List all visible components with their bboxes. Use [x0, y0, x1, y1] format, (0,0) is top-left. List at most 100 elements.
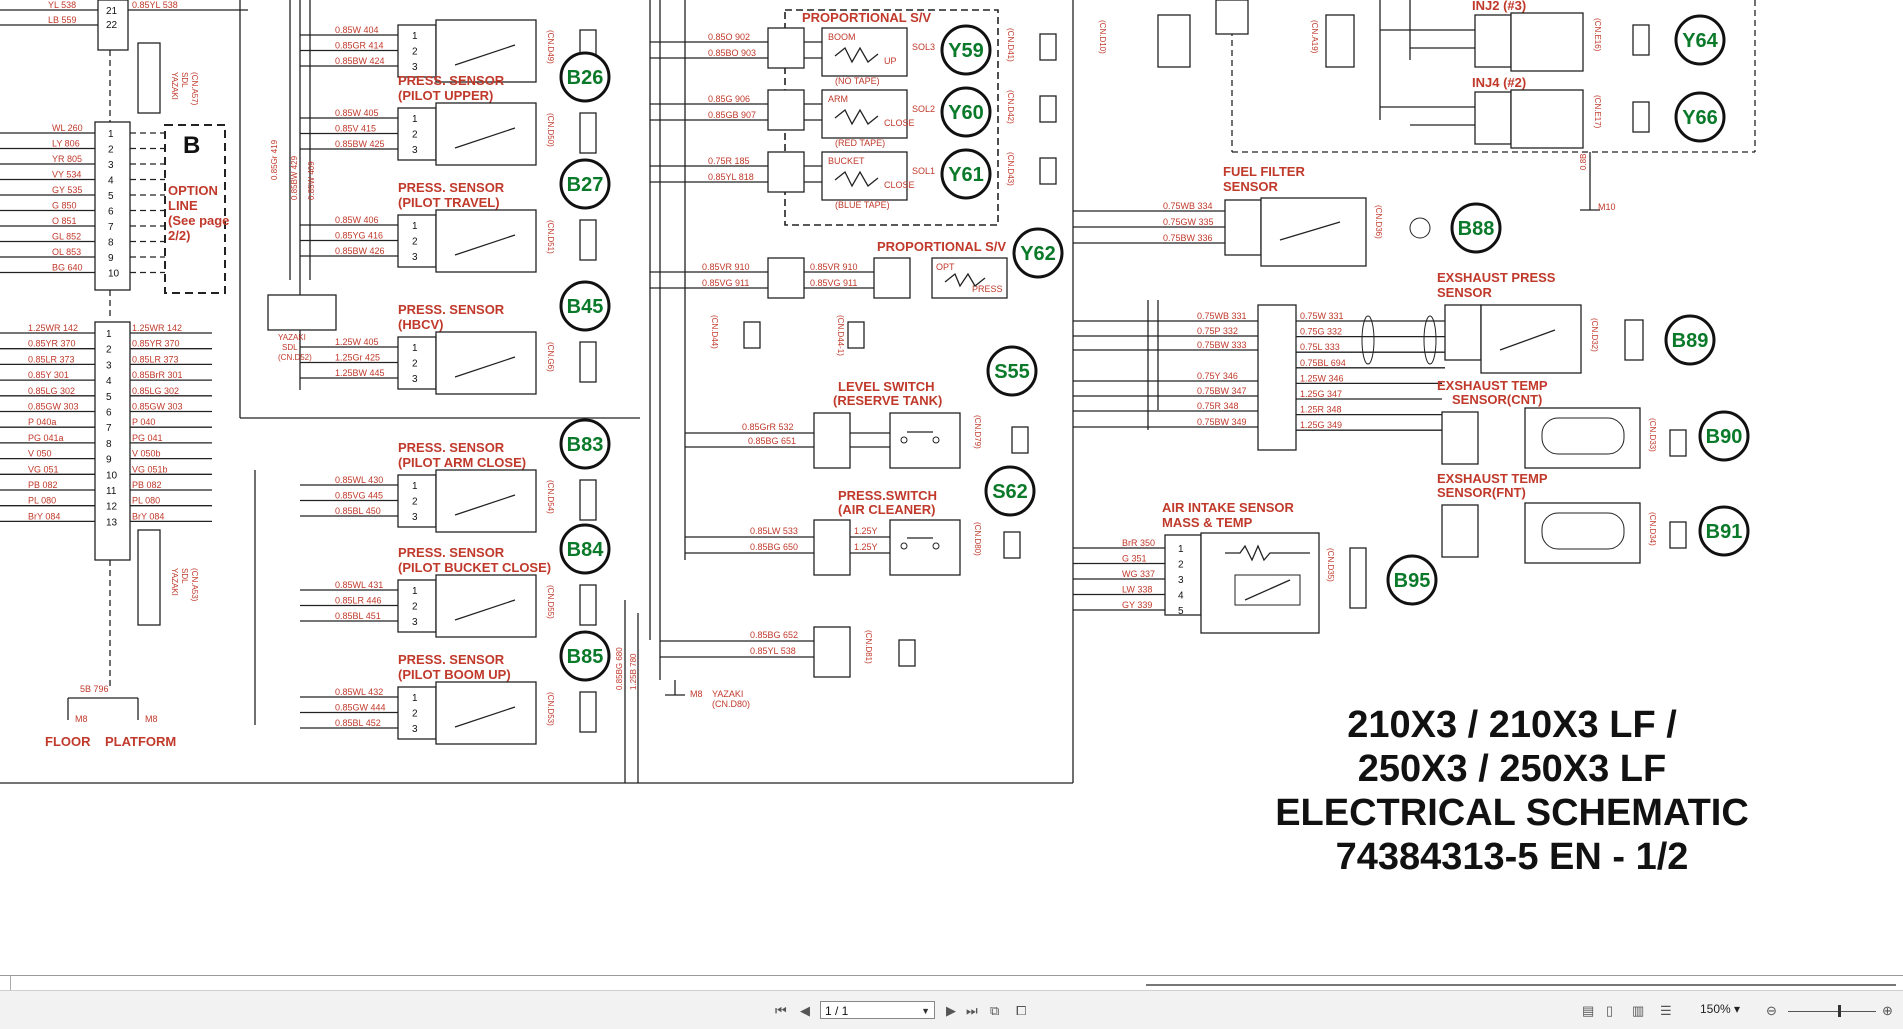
svg-text:YAZAKI: YAZAKI	[278, 333, 306, 342]
exhaust-temp-fnt: EXSHAUST TEMP SENSOR(FNT) (CN.D34) B91	[1437, 471, 1750, 564]
continuous-view-icon[interactable]: ▯	[1606, 1003, 1614, 1018]
connector-id: (CN.D50)	[546, 113, 555, 147]
wire-label: 0.85YL 818	[708, 172, 754, 182]
svg-text:YAZAKI: YAZAKI	[170, 72, 179, 100]
zoom-in-icon[interactable]: ⊕	[1882, 1003, 1893, 1018]
svg-text:(CN.D36): (CN.D36)	[1374, 205, 1383, 239]
wire-label: 0.85YR 370	[28, 339, 76, 349]
connector-cn-d52: YAZAKI SDL (CN.D52)	[267, 294, 337, 362]
exhaust-temp-cnt: EXSHAUST TEMP SENSOR(CNT) (CN.D33) B90	[1437, 378, 1750, 469]
wire-label: VG 051	[28, 464, 59, 474]
wire-label: 0.85GW 303	[132, 402, 183, 412]
page-number-input[interactable]: 1 / 1 ▼	[820, 1001, 935, 1019]
level-switch: LEVEL SWITCH (RESERVE TANK) 0.85GrR 532 …	[685, 345, 1038, 469]
sensor-subtitle: (PILOT UPPER)	[398, 88, 493, 103]
component-label: Y60	[948, 102, 984, 124]
svg-text:B95: B95	[1394, 570, 1431, 592]
wire-label: BrY 084	[132, 511, 164, 521]
svg-text:1.25B 780: 1.25B 780	[629, 653, 638, 690]
svg-text:(RESERVE TANK): (RESERVE TANK)	[833, 393, 942, 408]
pin-number: 2	[106, 345, 112, 356]
wire-label: OL 853	[52, 247, 81, 257]
svg-text:PLATFORM: PLATFORM	[105, 734, 176, 749]
wire-label: 1.25BW 445	[335, 368, 385, 378]
wire-label: 1.25R 348	[1300, 405, 1342, 415]
connector-id: (CN.E17)	[1593, 95, 1602, 129]
pin-number: 9	[108, 253, 114, 264]
svg-text:(CN.D35): (CN.D35)	[1326, 548, 1335, 582]
svg-text:0.85BG 652: 0.85BG 652	[750, 630, 798, 640]
wire-label: 0.85W 406	[335, 215, 379, 225]
component-label: Y64	[1682, 30, 1718, 52]
wire-label: 0.85LG 302	[132, 386, 179, 396]
pin-number: 11	[106, 486, 117, 497]
svg-text:250X3 / 250X3 LF: 250X3 / 250X3 LF	[1358, 748, 1666, 790]
svg-text:0.85VR 910: 0.85VR 910	[810, 262, 858, 272]
wire-label: 0.85BL 452	[335, 718, 381, 728]
connector-id: (CN.D54)	[546, 480, 555, 514]
svg-text:(CN.D52): (CN.D52)	[278, 353, 312, 362]
wire-label: 1.25G 349	[1300, 420, 1342, 430]
two-page-view-icon[interactable]: ▥	[1632, 1003, 1645, 1018]
svg-text:B88: B88	[1458, 218, 1495, 240]
svg-text:SENSOR(FNT): SENSOR(FNT)	[1437, 485, 1526, 500]
wire-label: V 050	[28, 449, 52, 459]
connector-id: (CN.D42)	[1006, 90, 1015, 124]
wire-label: 0.75R 348	[1197, 401, 1239, 411]
horizontal-scrollbar[interactable]	[0, 976, 1903, 991]
single-page-view-icon[interactable]: ▤	[1582, 1003, 1595, 1018]
svg-text:YL 538: YL 538	[48, 0, 76, 10]
svg-text:0.85GrR 532: 0.85GrR 532	[742, 422, 794, 432]
component-label: Y59	[948, 40, 984, 62]
option-line-connector: B OPTION LINE (See page 2/2)	[94, 50, 229, 320]
wire-label: 0.85GR 414	[335, 41, 384, 51]
svg-text:0.85Gr 419: 0.85Gr 419	[270, 139, 279, 180]
zoom-slider-thumb[interactable]	[1838, 1005, 1841, 1017]
air-intake-sensor: AIR INTAKE SENSOR MASS & TEMP (CN.D35) B…	[1162, 500, 1438, 634]
wire-label: 0.75BW 349	[1197, 417, 1247, 427]
zoom-level[interactable]: 150% ▾	[1700, 1002, 1741, 1016]
svg-text:(CN.D81): (CN.D81)	[864, 630, 873, 664]
pin-number: 7	[106, 423, 112, 434]
rotate-view-icon[interactable]: ⧉	[990, 1003, 1000, 1018]
previous-page-icon[interactable]: ◀	[800, 1003, 810, 1018]
wire-label: LY 806	[52, 139, 80, 149]
svg-text:(CN.D44-1): (CN.D44-1)	[836, 315, 845, 356]
sensor-title: PRESS. SENSOR	[398, 302, 505, 317]
svg-text:(CN.D79): (CN.D79)	[973, 415, 982, 449]
svg-text:0.85LW 533: 0.85LW 533	[750, 526, 798, 536]
component-label: B83	[567, 434, 604, 456]
svg-text:FLOOR: FLOOR	[45, 734, 91, 749]
zoom-out-icon[interactable]: ⊖	[1766, 1003, 1777, 1018]
scrollbar-thumb[interactable]	[1146, 984, 1896, 986]
wire-label: P 040a	[28, 417, 56, 427]
last-page-icon[interactable]: ⏭	[966, 1003, 978, 1018]
vertical-wire-labels: 0.85Gr 419 0.85BW 429 0.85W 409 0.85BG 6…	[270, 139, 638, 690]
page-display-icon[interactable]: ⧠	[1016, 1003, 1027, 1018]
two-page-continuous-icon[interactable]: ☰	[1660, 1003, 1672, 1018]
lower-left-connector	[94, 321, 131, 690]
wire-label: 0.75P 332	[1197, 326, 1238, 336]
zoom-slider[interactable]	[1788, 1011, 1876, 1012]
svg-text:SDL: SDL	[282, 343, 298, 352]
svg-text:1.25Y: 1.25Y	[854, 542, 878, 552]
first-page-icon[interactable]: ⏮	[775, 1003, 787, 1018]
svg-text:SENSOR: SENSOR	[1223, 179, 1279, 194]
svg-text:AIR INTAKE SENSOR: AIR INTAKE SENSOR	[1162, 500, 1295, 515]
pin-number: 2	[412, 237, 418, 248]
pin-number: 9	[106, 455, 112, 466]
pin-number: 3	[412, 62, 418, 73]
chevron-down-icon[interactable]: ▼	[921, 1006, 930, 1016]
wire-label: 0.85W 404	[335, 25, 379, 35]
component-label: B45	[567, 296, 604, 318]
pin-number: 7	[108, 222, 114, 233]
svg-text:(CN.D80): (CN.D80)	[973, 522, 982, 556]
sensor-title: PRESS. SENSOR	[398, 652, 505, 667]
wire-label: 0.85LG 302	[28, 386, 75, 396]
solenoid-id: SOL2	[912, 104, 935, 114]
svg-text:B90: B90	[1706, 426, 1743, 448]
wire-label: 0.85YR 370	[132, 339, 180, 349]
next-page-icon[interactable]: ▶	[946, 1003, 956, 1018]
scroll-left-button[interactable]	[0, 976, 11, 990]
